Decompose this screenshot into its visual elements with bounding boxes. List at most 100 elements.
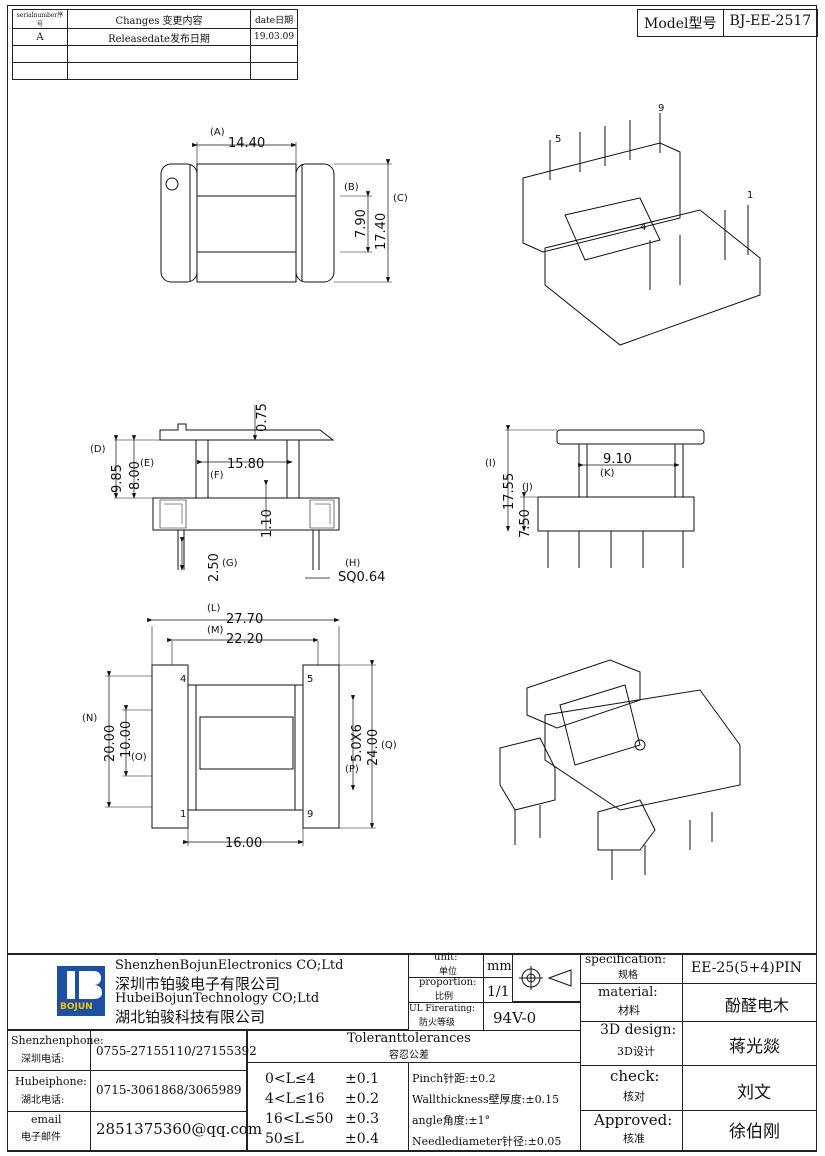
label-f: (F) — [210, 470, 224, 481]
email-cn: 电子邮件 — [21, 1132, 61, 1143]
side-view — [505, 425, 705, 568]
label-o: (O) — [131, 752, 147, 763]
spec-label: specification: — [585, 952, 667, 966]
pin-label-1: 1 — [180, 809, 186, 820]
dim-i: 17.55 — [502, 473, 517, 510]
iso-pin-5: 5 — [555, 134, 561, 145]
design-label: 3D design: — [600, 1022, 677, 1038]
tolerance-notes: Pinch针距:±0.2 Wallthickness壁厚度:±0.15 angl… — [412, 1068, 561, 1152]
tolerance-title: Toleranttolerances — [347, 1031, 471, 1046]
dim-110: 1.10 — [260, 509, 275, 538]
technical-drawing: (A) 14.40 (B) 7.90 (C) 17.40 0.75 (D) 9.… — [82, 103, 761, 880]
company-line-2: 深圳市铂骏电子有限公司 — [115, 975, 281, 993]
label-q: (Q) — [381, 740, 397, 751]
iso-pin-9: 9 — [658, 103, 664, 114]
tolerance-value: ±0.4 — [345, 1131, 379, 1147]
iso-view-bottom — [499, 659, 741, 880]
tolerance-range: 0<L≤4 — [265, 1071, 316, 1087]
tolerance-note: Needlediameter针径:±0.05 — [412, 1135, 562, 1148]
title-block: BOJUN ShenzhenBojunElectronics CO;Ltd 深圳… — [7, 952, 817, 1152]
dim-f: 15.80 — [227, 457, 264, 472]
dim-075: 0.75 — [255, 403, 270, 432]
email-label: email — [31, 1113, 62, 1126]
sz-phone-label: Shenzhenphone: — [11, 1034, 104, 1047]
dim-d: 9.85 — [110, 464, 125, 493]
dim-k: 9.10 — [603, 452, 632, 467]
unit-label: unit: — [434, 952, 458, 963]
dim-j: 7.50 — [518, 509, 533, 538]
tolerance-range: 50≤L — [265, 1131, 304, 1147]
model-box: Model型号 BJ-EE-2517 — [637, 9, 819, 37]
front-view — [113, 405, 340, 579]
label-n: (N) — [82, 713, 97, 724]
label-p: (P) — [345, 764, 359, 775]
tolerance-values: ±0.1 ±0.2 ±0.3 ±0.4 — [345, 1069, 379, 1149]
iso-pin-1: 1 — [747, 190, 753, 201]
tolerance-note: Wallthickness壁厚度:±0.15 — [412, 1093, 560, 1106]
bojun-logo-icon — [57, 966, 105, 1016]
approved-label: Approved: — [594, 1111, 673, 1129]
proportion-cn: 比例 — [435, 992, 454, 1002]
pin-label-9: 9 — [307, 809, 313, 820]
material-cn: 材料 — [618, 1004, 640, 1017]
label-l: (L) — [207, 603, 220, 614]
tolerance-value: ±0.2 — [345, 1091, 379, 1107]
design-cn: 3D设计 — [617, 1045, 655, 1058]
approved-cn: 核准 — [623, 1132, 645, 1145]
dim-e: 8.00 — [128, 461, 143, 490]
check-cn: 核对 — [623, 1090, 645, 1103]
sz-phone-cn: 深圳电话: — [21, 1054, 65, 1065]
label-e: (E) — [140, 458, 154, 469]
dim-n: 20.00 — [103, 725, 118, 762]
hb-phone-cn: 湖北电话: — [21, 1095, 65, 1106]
spec-value: EE-25(5+4)PIN — [691, 960, 802, 976]
label-j: (J) — [522, 482, 533, 493]
pin-label-4: 4 — [180, 674, 186, 685]
dim-h: SQ0.64 — [338, 570, 385, 585]
approved-value: 徐伯刚 — [729, 1122, 780, 1142]
company-line-1: ShenzhenBojunElectronics CO;Ltd — [115, 958, 344, 973]
check-label: check: — [610, 1067, 660, 1085]
iso-view-top — [522, 113, 761, 346]
company-line-3: HubeiBojunTechnology CO;Ltd — [115, 991, 320, 1006]
spec-value-cell — [682, 1110, 817, 1152]
label-a: (A) — [210, 127, 225, 138]
dim-q: 24.00 — [366, 729, 381, 766]
label-d: (D) — [90, 444, 106, 455]
spec-cn: 规格 — [618, 970, 638, 981]
company-line-4: 湖北铂骏科技有限公司 — [115, 1008, 266, 1026]
dim-m: 22.20 — [226, 632, 263, 647]
hb-phone-label: Hubeiphone: — [15, 1075, 87, 1088]
tolerance-value: ±0.1 — [345, 1071, 379, 1087]
label-k: (K) — [600, 468, 614, 479]
iso-pin-4: 4 — [640, 222, 646, 233]
tolerance-range: 16<L≤50 — [265, 1111, 334, 1127]
label-b: (B) — [344, 182, 359, 193]
logo-text: BOJUN — [60, 1002, 93, 1012]
ul-value: 94V-0 — [493, 1009, 537, 1027]
dim-g: 2.50 — [207, 553, 222, 582]
tolerance-note: angle角度:±1° — [412, 1114, 491, 1127]
design-value: 蒋光燚 — [729, 1037, 780, 1057]
hb-phone-value: 0715-3061868/3065989 — [96, 1083, 242, 1097]
projection-symbol-icon — [519, 966, 572, 990]
material-label: material: — [598, 985, 658, 1000]
tolerance-note: Pinch针距:±0.2 — [412, 1072, 496, 1085]
proportion-label: proportion: — [419, 977, 477, 988]
label-g: (G) — [222, 558, 238, 569]
dim-c: 17.40 — [374, 213, 389, 250]
label-c: (C) — [393, 193, 408, 204]
revision-table: serialnumber序号 Changes 变更内容 date日期 A Rel… — [12, 9, 299, 80]
dim-16: 16.00 — [225, 836, 262, 851]
ul-label: UL Firerating: — [409, 1004, 475, 1014]
label-m: (M) — [207, 625, 224, 636]
tolerance-range: 4<L≤16 — [265, 1091, 325, 1107]
material-value: 酚醛电木 — [725, 996, 790, 1015]
proportion-value: 1/1 — [487, 984, 510, 1000]
tolerance-ranges: 0<L≤4 4<L≤16 16<L≤50 50≤L — [265, 1069, 333, 1149]
drawing-frame — [7, 5, 817, 1151]
bottom-view — [105, 617, 376, 846]
pin-label-5: 5 — [307, 674, 313, 685]
unit-value: mm — [487, 959, 512, 974]
dim-o: 10.00 — [119, 721, 134, 758]
